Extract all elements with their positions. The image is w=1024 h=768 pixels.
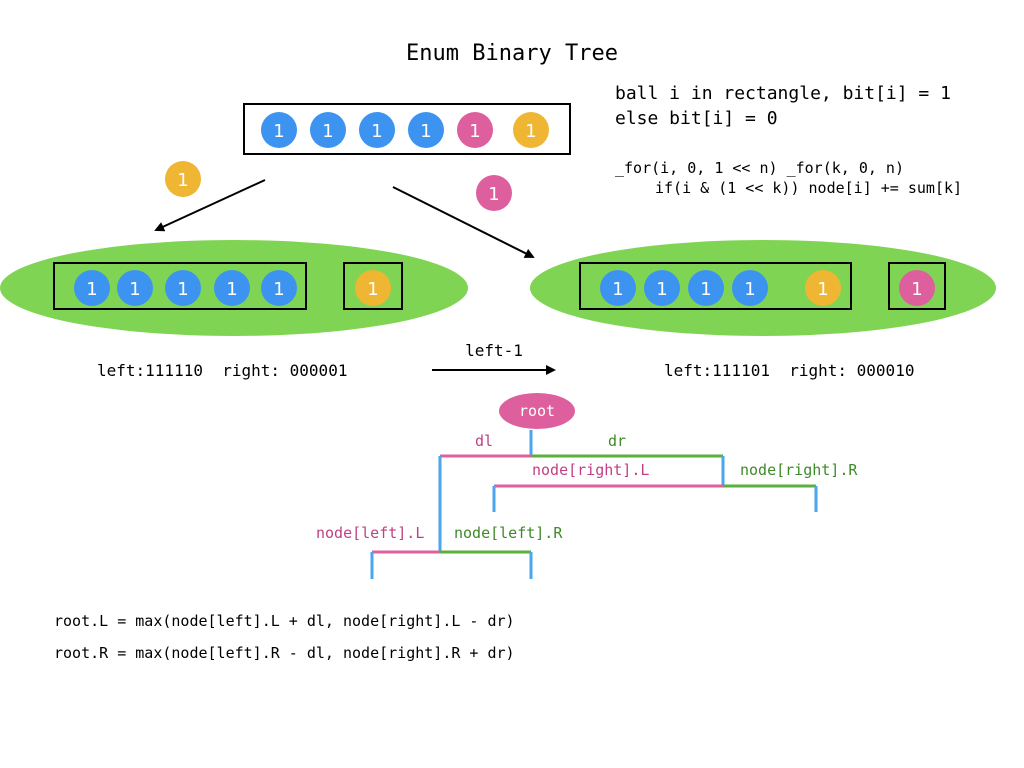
top-ball-label: 1 (273, 121, 284, 142)
right-node-ball-circle (732, 270, 768, 306)
top-ball-label: 1 (420, 121, 431, 142)
formula-root-L: root.L = max(node[left].L + dl, node[rig… (54, 612, 515, 630)
left-node-ball-label: 1 (129, 279, 140, 300)
left-node-ball-circle (117, 270, 153, 306)
top-ball-circle (408, 112, 444, 148)
tree-diagram: root dl dr node[right].L node[right].R n… (316, 393, 858, 579)
arrow-to-left-node (154, 179, 266, 232)
left-node-ball-label: 1 (177, 279, 188, 300)
top-ball-group: 1 1 1 1 1 1 (261, 112, 549, 148)
top-ball-circle (359, 112, 395, 148)
top-ball: 1 (457, 112, 493, 148)
right-node-ball-group: 1 1 1 1 1 (600, 270, 841, 306)
right-node-ball: 1 (600, 270, 636, 306)
left-node-ball: 1 (261, 270, 297, 306)
right-node-side-ball-circle (899, 270, 935, 306)
left-node-ball-label: 1 (273, 279, 284, 300)
top-ball-circle (261, 112, 297, 148)
left-node-side-box (343, 262, 403, 310)
right-node-rectangle (579, 262, 852, 310)
left-node-ball-group: 1 1 1 1 1 (74, 270, 297, 306)
left-node-ball: 1 (165, 270, 201, 306)
right-node-ball-label: 1 (744, 279, 755, 300)
transition-label: left-1 (465, 341, 523, 360)
left-node-caption: left:111110 right: 000001 (97, 361, 347, 380)
right-node-side-ball-label: 1 (911, 279, 922, 300)
top-ball: 1 (261, 112, 297, 148)
dr-label: dr (608, 432, 626, 450)
left-node-side-ball-label: 1 (367, 279, 378, 300)
right-node-caption: left:111101 right: 000010 (664, 361, 914, 380)
right-node-side-ball: 1 (899, 270, 935, 306)
right-node-ball: 1 (732, 270, 768, 306)
top-ball: 1 (513, 112, 549, 148)
right-node-ball-circle (688, 270, 724, 306)
top-ball: 1 (408, 112, 444, 148)
left-node-ball-circle (165, 270, 201, 306)
code-line-2: if(i & (1 << k)) node[i] += sum[k] (655, 179, 962, 197)
arrow-to-right-node (392, 186, 535, 258)
formula-root-R: root.R = max(node[left].R - dl, node[rig… (54, 644, 515, 662)
left-node-rectangle (53, 262, 307, 310)
root-node (499, 393, 575, 429)
top-ball-circle (310, 112, 346, 148)
left-child-L-label: node[left].L (316, 524, 424, 542)
right-node-ball-circle (644, 270, 680, 306)
code-line-1: _for(i, 0, 1 << n) _for(k, 0, n) (615, 159, 904, 177)
right-node-side-box (888, 262, 946, 310)
left-marker-ball-circle (165, 161, 201, 197)
right-node-ball-circle (600, 270, 636, 306)
top-ball-circle (457, 112, 493, 148)
left-node-ball-label: 1 (86, 279, 97, 300)
left-node-ball-circle (74, 270, 110, 306)
left-node-ball: 1 (74, 270, 110, 306)
root-label: root (519, 402, 555, 420)
right-node-ball-label: 1 (817, 279, 828, 300)
left-node-side-ball: 1 (355, 270, 391, 306)
right-node-ball: 1 (805, 270, 841, 306)
left-node-ball: 1 (117, 270, 153, 306)
right-node-ball: 1 (644, 270, 680, 306)
right-node-ball-label: 1 (656, 279, 667, 300)
right-marker-ball-circle (476, 175, 512, 211)
top-ball-label: 1 (469, 121, 480, 142)
left-child-R-label: node[left].R (454, 524, 563, 542)
left-node-ball: 1 (214, 270, 250, 306)
top-ball-circle (513, 112, 549, 148)
top-ball-label: 1 (525, 121, 536, 142)
rule-line-1: ball i in rectangle, bit[i] = 1 (615, 83, 951, 104)
right-child-R-label: node[right].R (740, 461, 858, 479)
right-node-ball: 1 (688, 270, 724, 306)
top-ball: 1 (359, 112, 395, 148)
dl-label: dl (475, 432, 493, 450)
left-marker-ball: 1 (165, 161, 201, 197)
right-node-ball-label: 1 (612, 279, 623, 300)
left-node-ball-circle (214, 270, 250, 306)
top-ball-label: 1 (322, 121, 333, 142)
left-node-side-ball-circle (355, 270, 391, 306)
left-node-ball-label: 1 (226, 279, 237, 300)
page-title: Enum Binary Tree (406, 41, 618, 66)
right-marker-ball: 1 (476, 175, 512, 211)
rule-line-2: else bit[i] = 0 (615, 108, 778, 129)
right-marker-ball-label: 1 (488, 184, 499, 205)
right-node-ball-circle (805, 270, 841, 306)
top-ball-label: 1 (371, 121, 382, 142)
right-node-ball-label: 1 (700, 279, 711, 300)
left-marker-ball-label: 1 (177, 170, 188, 191)
right-child-L-label: node[right].L (532, 461, 649, 479)
left-node-ball-circle (261, 270, 297, 306)
top-ball: 1 (310, 112, 346, 148)
top-rectangle (243, 103, 571, 155)
